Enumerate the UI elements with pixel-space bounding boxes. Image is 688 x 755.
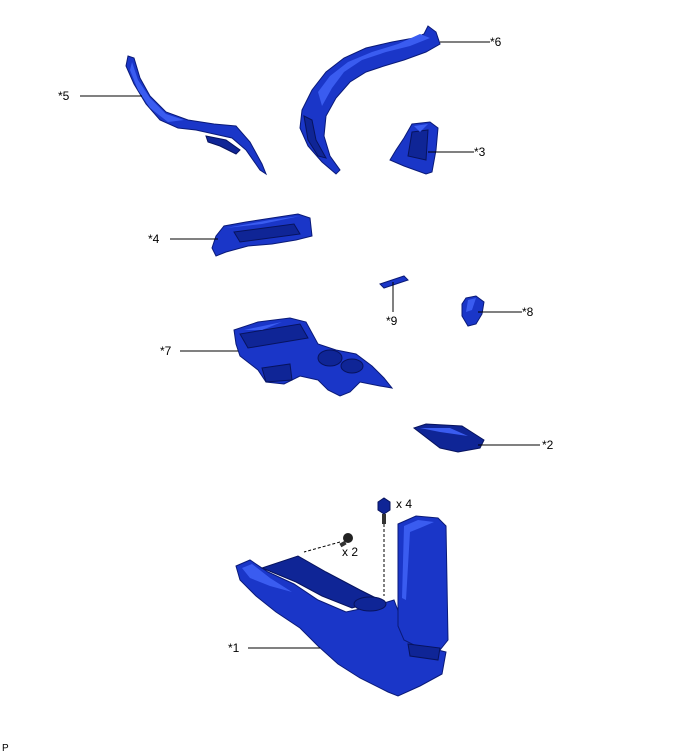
callout-8: *8 bbox=[522, 305, 534, 319]
callout-6: *6 bbox=[490, 35, 502, 49]
bolt-side-icon bbox=[339, 533, 353, 548]
part-8-knob bbox=[461, 295, 485, 327]
callout-1: *1 bbox=[228, 641, 240, 655]
callout-4: *4 bbox=[148, 232, 160, 246]
part-5-trim-panel bbox=[125, 55, 268, 176]
callout-5: *5 bbox=[58, 89, 70, 103]
callout-2: *2 bbox=[542, 438, 554, 452]
bolt-side-guide bbox=[303, 541, 341, 553]
part-3-bracket bbox=[389, 121, 439, 175]
part-2-mat bbox=[412, 423, 485, 453]
part-1-console-box bbox=[235, 515, 449, 697]
quantity-upper-bolt: x 4 bbox=[396, 497, 412, 511]
callout-9: *9 bbox=[386, 314, 398, 328]
corner-code: P bbox=[2, 743, 9, 754]
part-6-side-panel bbox=[299, 25, 441, 175]
callout-3: *3 bbox=[474, 145, 486, 159]
quantity-side-bolt: x 2 bbox=[342, 545, 358, 559]
part-4-tray bbox=[211, 213, 313, 257]
bolt-upper-icon bbox=[377, 497, 391, 524]
part-9-clip bbox=[379, 275, 409, 289]
part-7-console-panel bbox=[233, 317, 394, 397]
callout-7: *7 bbox=[160, 344, 172, 358]
